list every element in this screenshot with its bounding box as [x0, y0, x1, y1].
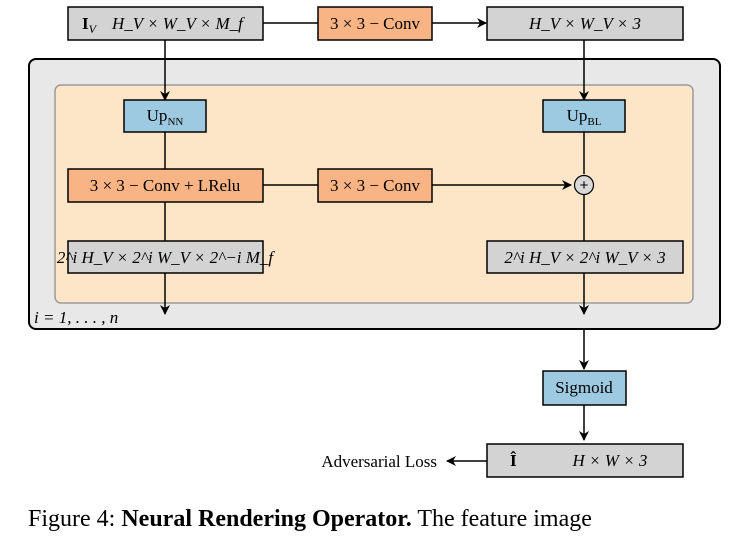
svg-text:Sigmoid: Sigmoid [555, 378, 613, 397]
svg-text:+: + [580, 177, 589, 194]
sigmoid-box: Sigmoid [542, 370, 627, 406]
caption-prefix: Figure 4: [28, 506, 122, 532]
svg-text:3 × 3 − Conv: 3 × 3 − Conv [330, 14, 421, 33]
svg-text:UpNN: UpNN [147, 106, 184, 128]
output-image-box: Î H × W × 3 [486, 443, 684, 478]
svg-text:H × W × 3: H × W × 3 [572, 451, 648, 470]
upsample-nn-box: UpNN [123, 99, 207, 133]
svg-text:3 × 3 − Conv + LRelu: 3 × 3 − Conv + LRelu [90, 176, 241, 195]
caption-title: Neural Rendering Operator. [121, 506, 412, 532]
svg-text:3 × 3 − Conv: 3 × 3 − Conv [330, 176, 421, 195]
svg-text:UpBL: UpBL [567, 106, 602, 128]
upsample-bl-box: UpBL [542, 99, 626, 133]
upsampled-rgb-box: 2^i H_V × 2^i W_V × 3 [486, 240, 684, 274]
add-node: + [573, 174, 595, 196]
figure-caption: Figure 4: Neural Rendering Operator. The… [28, 506, 592, 533]
svg-text:IVH_V × W_V × M_f: IVH_V × W_V × M_f [82, 14, 245, 36]
loop-label: i = 1, . . . , n [34, 308, 118, 327]
top-conv-box: 3 × 3 − Conv [317, 6, 433, 41]
svg-text:Î: Î [510, 451, 517, 470]
top-output-box: H_V × W_V × 3 [486, 6, 684, 41]
mid-conv-box: 3 × 3 − Conv [317, 168, 433, 203]
svg-text:2^i H_V × 2^i W_V × 3: 2^i H_V × 2^i W_V × 3 [504, 248, 665, 267]
svg-text:H_V × W_V × 3: H_V × W_V × 3 [528, 14, 641, 33]
upsampled-feature-box: 2^i H_V × 2^i W_V × 2^−i M_f [57, 240, 276, 274]
conv-lrelu-box: 3 × 3 − Conv + LRelu [67, 168, 264, 203]
svg-text:2^i H_V × 2^i W_V × 2^−i M_f: 2^i H_V × 2^i W_V × 2^−i M_f [57, 248, 276, 267]
adversarial-loss-label: Adversarial Loss [321, 452, 437, 471]
caption-rest: The feature image [411, 506, 592, 532]
